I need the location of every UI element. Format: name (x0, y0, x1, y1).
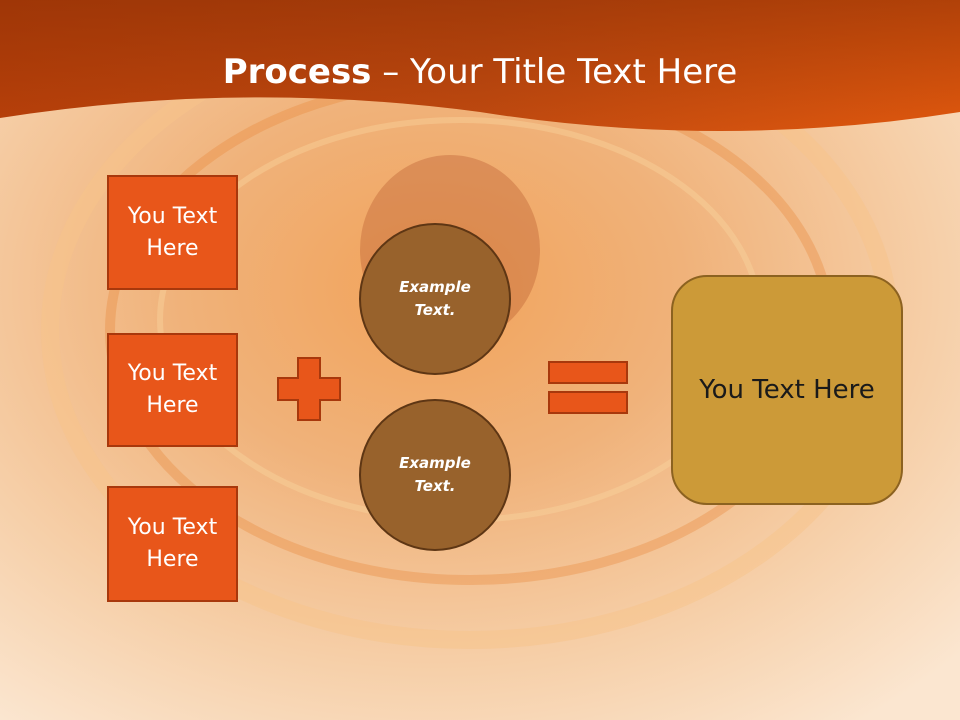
left-box-1: You Text Here (107, 175, 238, 290)
left-box-2: You Text Here (107, 333, 238, 447)
example-circle-2: Example Text. (359, 399, 511, 551)
plus-icon (277, 357, 341, 421)
equals-icon (548, 361, 628, 414)
result-box: You Text Here (671, 275, 903, 505)
left-box-3: You Text Here (107, 486, 238, 602)
slide-title: Process – Your Title Text Here (0, 52, 960, 92)
example-circle-1: Example Text. (359, 223, 511, 375)
title-bold: Process (222, 52, 372, 92)
title-rest: – Your Title Text Here (371, 52, 738, 92)
